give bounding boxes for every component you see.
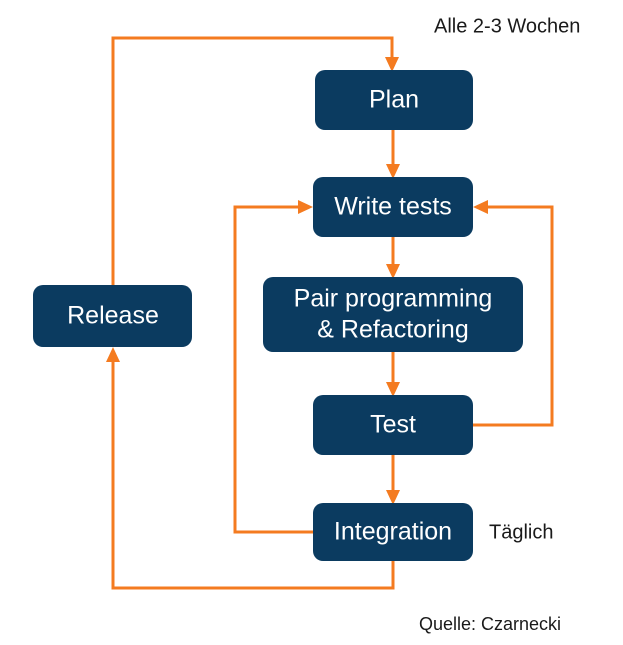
process-box-integration-shape bbox=[313, 503, 473, 561]
process-box-plan[interactable]: Plan bbox=[315, 70, 473, 130]
connector-test-to-integration-arrowhead bbox=[386, 490, 400, 505]
process-box-pair-programming-shape bbox=[263, 277, 523, 352]
process-box-test-label: Test bbox=[370, 411, 416, 439]
annotation-iteration-cadence: Alle 2-3 Wochen bbox=[434, 15, 580, 37]
process-box-write-tests-label: Write tests bbox=[334, 193, 452, 221]
connector-release-to-plan-arrowhead bbox=[385, 57, 399, 72]
process-box-integration[interactable]: Integration bbox=[313, 503, 473, 561]
connector-integration-to-release-path bbox=[111, 357, 395, 590]
process-box-test-shape bbox=[313, 395, 473, 455]
connector-integration-to-write-tests-loop bbox=[233, 200, 313, 534]
connector-test-to-write-tests-loop bbox=[473, 200, 554, 427]
process-box-pair-programming-label-line1: Pair programming bbox=[294, 285, 493, 313]
process-box-plan-label: Plan bbox=[369, 86, 419, 114]
connector-integration-to-release-arrowhead bbox=[106, 347, 120, 362]
process-box-test[interactable]: Test bbox=[313, 395, 473, 455]
connector-plan-to-write-tests-arrowhead bbox=[386, 164, 400, 179]
process-box-release-shape bbox=[33, 285, 192, 347]
annotation-daily-cadence: Täglich bbox=[489, 521, 553, 543]
connector-test-to-write-tests-loop-arrowhead bbox=[473, 200, 488, 214]
connector-release-to-plan-path bbox=[111, 36, 394, 285]
connector-integration-to-write-tests-loop-path bbox=[233, 205, 313, 534]
process-box-release[interactable]: Release bbox=[33, 285, 192, 347]
connector-release-to-plan bbox=[111, 36, 399, 285]
process-box-plan-shape bbox=[315, 70, 473, 130]
connector-pair-programming-to-test-arrowhead bbox=[386, 382, 400, 397]
process-box-pair-programming[interactable]: Pair programming & Refactoring bbox=[263, 277, 523, 352]
connector-integration-to-write-tests-loop-arrowhead bbox=[298, 200, 313, 214]
connector-integration-to-release bbox=[106, 347, 395, 590]
connector-write-tests-to-pair-programming-arrowhead bbox=[386, 264, 400, 279]
process-box-write-tests[interactable]: Write tests bbox=[313, 177, 473, 237]
connector-test-to-integration bbox=[386, 455, 400, 505]
connector-pair-programming-to-test bbox=[386, 352, 400, 397]
source-attribution: Quelle: Czarnecki bbox=[419, 614, 561, 634]
connector-plan-to-write-tests bbox=[386, 130, 400, 179]
process-box-write-tests-shape bbox=[313, 177, 473, 237]
connector-test-to-write-tests-loop-path bbox=[473, 205, 554, 427]
process-box-release-label: Release bbox=[67, 302, 159, 330]
process-box-integration-label: Integration bbox=[334, 518, 452, 546]
connector-write-tests-to-pair-programming bbox=[386, 237, 400, 279]
process-box-pair-programming-label-line2: & Refactoring bbox=[317, 316, 468, 344]
